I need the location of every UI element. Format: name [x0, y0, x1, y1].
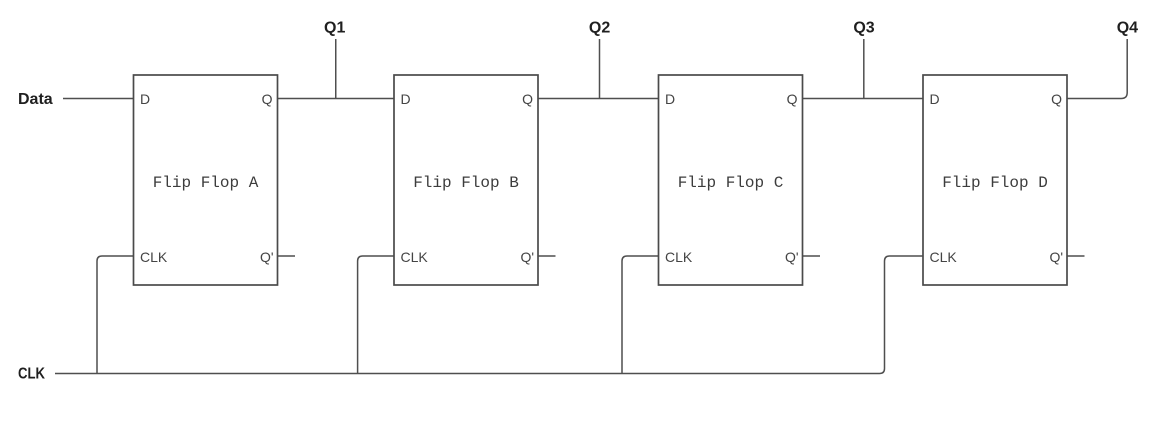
svg-text:Q3: Q3 [853, 20, 874, 37]
svg-text:Q': Q' [785, 249, 799, 265]
svg-text:CLK: CLK [930, 249, 958, 265]
svg-text:Flip Flop B: Flip Flop B [413, 174, 519, 192]
svg-text:Q: Q [1051, 91, 1062, 107]
svg-text:Q': Q' [520, 249, 534, 265]
svg-text:Q2: Q2 [589, 20, 610, 37]
svg-text:D: D [930, 91, 940, 107]
svg-text:CLK: CLK [665, 249, 693, 265]
svg-text:CLK: CLK [401, 249, 429, 265]
svg-text:CLK: CLK [18, 366, 45, 383]
svg-text:D: D [140, 91, 150, 107]
svg-text:Flip Flop D: Flip Flop D [942, 174, 1048, 192]
svg-text:Q': Q' [260, 249, 274, 265]
svg-text:Q: Q [522, 91, 533, 107]
svg-text:Flip Flop A: Flip Flop A [153, 174, 259, 192]
svg-text:Q4: Q4 [1117, 20, 1138, 37]
svg-text:CLK: CLK [140, 249, 168, 265]
svg-text:Q': Q' [1049, 249, 1063, 265]
svg-text:D: D [401, 91, 411, 107]
svg-text:Flip Flop C: Flip Flop C [678, 174, 784, 192]
svg-text:Q1: Q1 [324, 20, 345, 37]
svg-text:Data: Data [18, 91, 53, 108]
svg-text:D: D [665, 91, 675, 107]
svg-text:Q: Q [262, 91, 273, 107]
svg-text:Q: Q [787, 91, 798, 107]
